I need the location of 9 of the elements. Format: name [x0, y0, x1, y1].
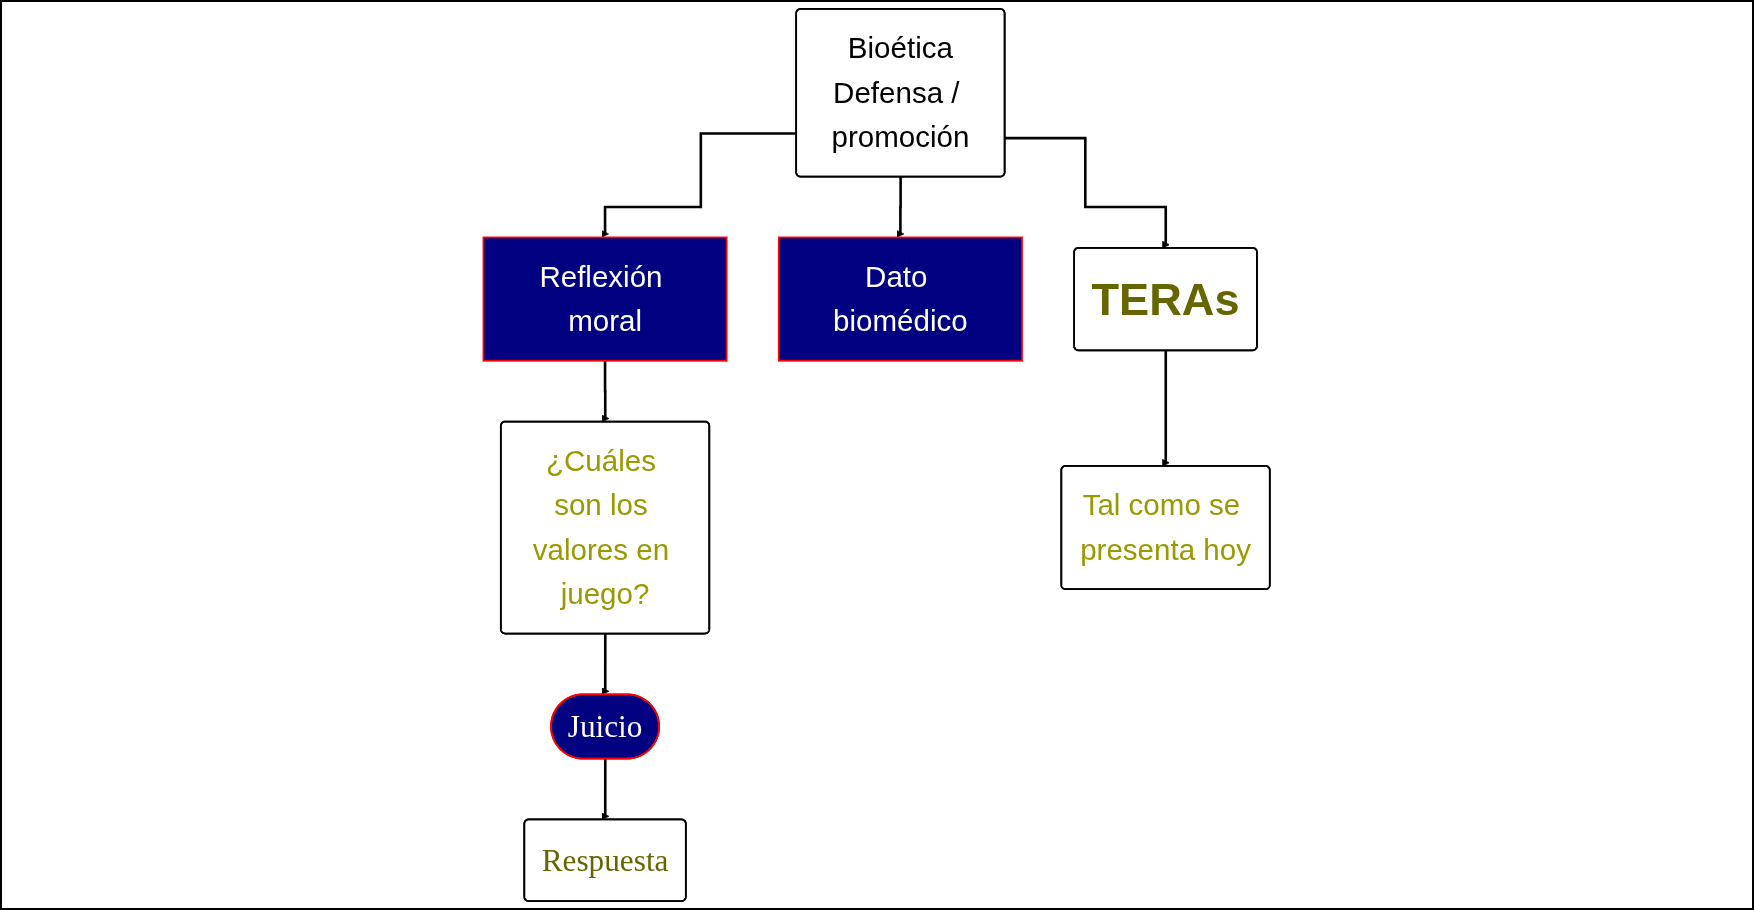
arrow — [1005, 136, 1171, 249]
arrow — [602, 632, 610, 696]
arrow — [602, 359, 610, 423]
node-box: Dato biomédico — [778, 236, 1024, 362]
arrow — [601, 132, 797, 238]
arrow — [1162, 349, 1171, 467]
node-box: Reflexión moral — [482, 236, 728, 362]
arrow — [602, 757, 610, 821]
arrow — [896, 175, 905, 238]
